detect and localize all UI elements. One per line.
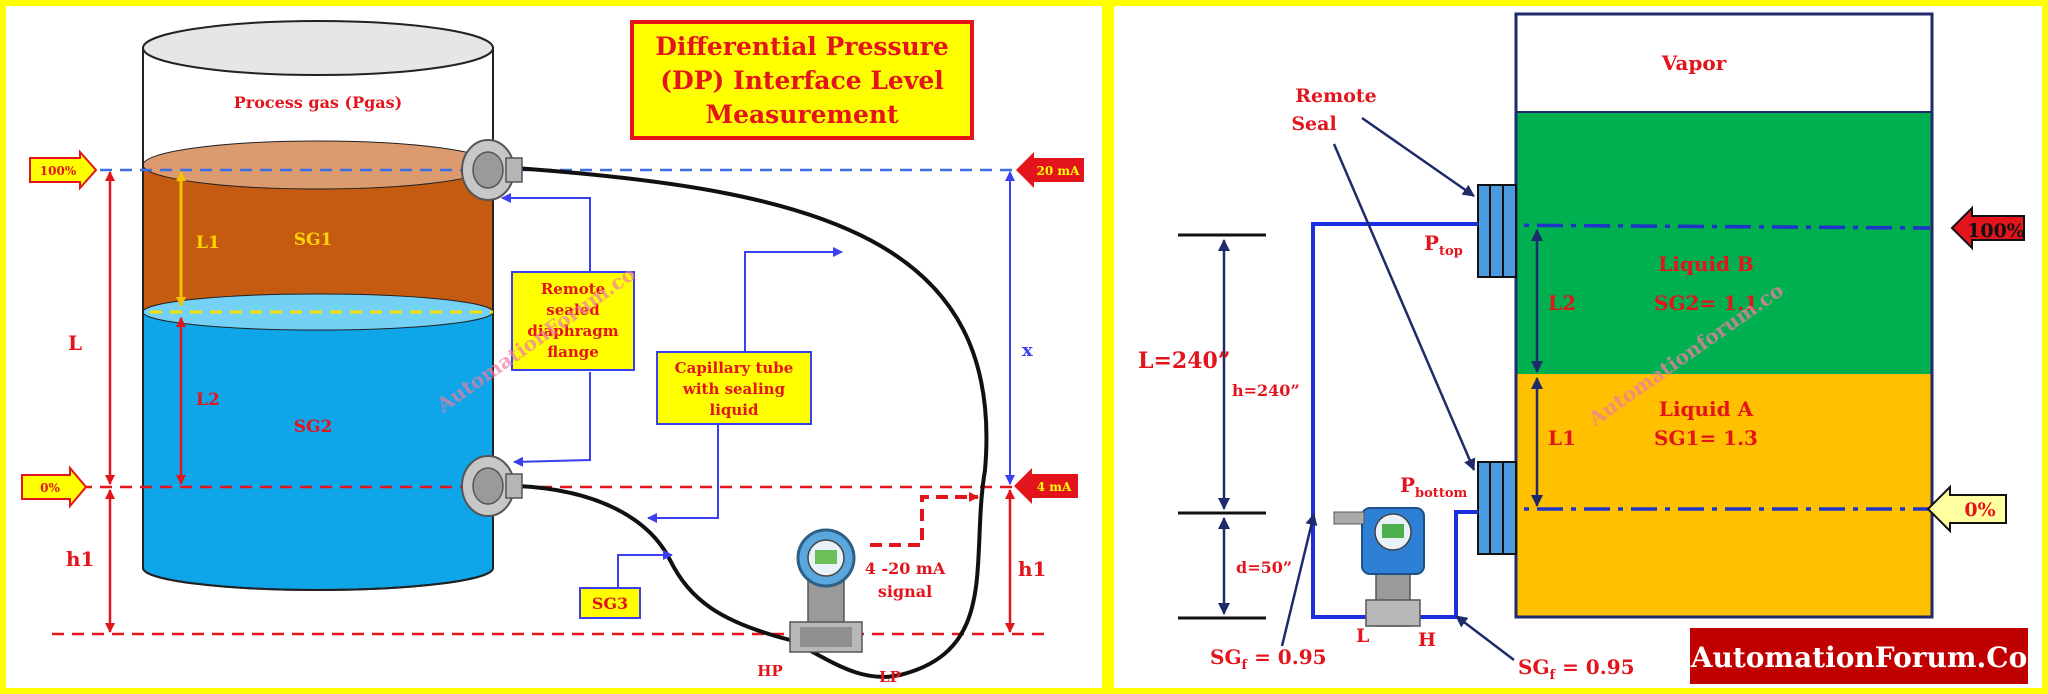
svg-text:0%: 0%	[40, 481, 60, 495]
L-total-label: L=240”	[1138, 348, 1230, 374]
svg-text:100%: 100%	[40, 164, 77, 178]
right-capillary-low	[1311, 222, 1478, 619]
tag-20ma: 20 mA	[1016, 152, 1084, 188]
hp-label: HP	[757, 662, 782, 680]
sg1-right-label: SG1= 1.3	[1654, 426, 1758, 450]
sg2-label: SG2	[294, 417, 333, 437]
brand-text: AutomationForum.Co	[1690, 641, 2028, 674]
liquid-b-layer	[1516, 112, 1932, 374]
port-h-label: H	[1418, 629, 1436, 651]
right-l2-label: L2	[1548, 291, 1576, 315]
liquid-a-label: Liquid A	[1659, 397, 1754, 421]
svg-text:flange: flange	[547, 343, 599, 361]
signal-line-2: signal	[878, 582, 932, 601]
title-box: Differential Pressure (DP) Interface Lev…	[630, 20, 974, 140]
liquid-b-label: Liquid B	[1658, 252, 1754, 276]
gas-liquid-surface	[142, 140, 494, 190]
capillary-callout: Capillary tube with sealing liquid	[656, 351, 812, 425]
title-line-1: Differential Pressure	[655, 32, 949, 61]
svg-text:sealed: sealed	[546, 301, 600, 319]
right-l1-label: L1	[1548, 426, 1576, 450]
h1-right-label: h1	[1018, 557, 1046, 581]
svg-text:diaphragm: diaphragm	[527, 322, 618, 340]
sg1-label: SG1	[294, 230, 333, 250]
l2-label: L2	[196, 390, 220, 410]
right-tag-0: 0%	[1926, 484, 2007, 534]
title-line-3: Measurement	[705, 100, 899, 129]
remote-seal-bottom-icon	[1477, 461, 1517, 555]
svg-text:Remote: Remote	[541, 280, 605, 298]
p-bottom-label: Pbottom	[1400, 473, 1467, 501]
sg2-right-label: SG2= 1.1	[1654, 291, 1758, 315]
tag-0-percent: 0%	[21, 465, 88, 509]
right-tag-100: 100%	[1950, 205, 2025, 251]
vapor-label: Vapor	[1661, 51, 1727, 75]
left-panel: Process gas (Pgas) SG1 SG2 L1 L2 100% 0%…	[0, 0, 1108, 694]
svg-text:20 mA: 20 mA	[1037, 164, 1081, 178]
remote-seal-top-icon	[1477, 184, 1517, 278]
right-panel: Vapor Liquid B SG2= 1.1 Liquid A SG1= 1.…	[1108, 0, 2048, 694]
remote-seal-pointer-bottom	[1332, 143, 1476, 471]
liquid-sg2-layer	[143, 312, 493, 568]
svg-text:liquid: liquid	[710, 401, 759, 419]
upper-flange-icon	[461, 139, 523, 201]
lp-label: LP	[879, 668, 901, 686]
tank-top	[142, 20, 494, 76]
sgf-left-pointer	[1280, 513, 1318, 647]
right-capillary-high	[1410, 510, 1478, 619]
l1-label: L1	[196, 233, 220, 253]
h-label: h=240”	[1232, 381, 1300, 400]
svg-text:with sealing: with sealing	[682, 380, 786, 398]
svg-text:100%: 100%	[1967, 220, 2025, 242]
svg-text:Capillary tube: Capillary tube	[675, 359, 794, 377]
remote-seal-line-1: Remote	[1295, 85, 1377, 107]
signal-arrow	[870, 492, 979, 547]
liquid-a-layer	[1516, 374, 1932, 617]
title-line-2: (DP) Interface Level	[660, 66, 944, 95]
lower-flange-icon	[461, 455, 523, 517]
remote-seal-callout: Remote sealed diaphragm flange	[511, 271, 635, 371]
right-tank-outline	[1514, 12, 1934, 619]
L-label: L	[68, 331, 82, 355]
signal-line-1: 4 -20 mA	[865, 559, 946, 578]
p-top-label: Ptop	[1424, 231, 1463, 259]
d-label: d=50”	[1236, 558, 1292, 577]
remote-seal-pointer-top	[1361, 116, 1475, 198]
sg3-callout: SG3	[579, 587, 641, 619]
x-label: x	[1022, 340, 1033, 361]
dp-transmitter-icon	[789, 528, 863, 653]
svg-text:0%: 0%	[1964, 499, 1995, 521]
remote-seal-line-2: Seal	[1291, 113, 1336, 135]
right-100-line	[1489, 223, 1931, 230]
process-tank	[142, 20, 494, 591]
vapor-layer	[1516, 14, 1932, 112]
sgf-left-label: SGf = 0.95	[1210, 645, 1327, 673]
tag-100-percent: 100%	[29, 149, 98, 191]
port-l-label: L	[1356, 625, 1369, 647]
right-transmitter-icon	[1333, 507, 1425, 627]
sgf-right-label: SGf = 0.95	[1518, 655, 1635, 683]
svg-text:4 mA: 4 mA	[1037, 480, 1072, 494]
svg-text:SG3: SG3	[592, 594, 628, 613]
h1-left-label: h1	[66, 547, 94, 571]
process-gas-label: Process gas (Pgas)	[234, 93, 403, 112]
capillary-tube-lp	[514, 166, 989, 679]
sgf-right-pointer	[1455, 615, 1515, 661]
brand-badge: AutomationForum.Co	[1690, 628, 2028, 684]
tag-4ma: 4 mA	[1014, 468, 1078, 504]
